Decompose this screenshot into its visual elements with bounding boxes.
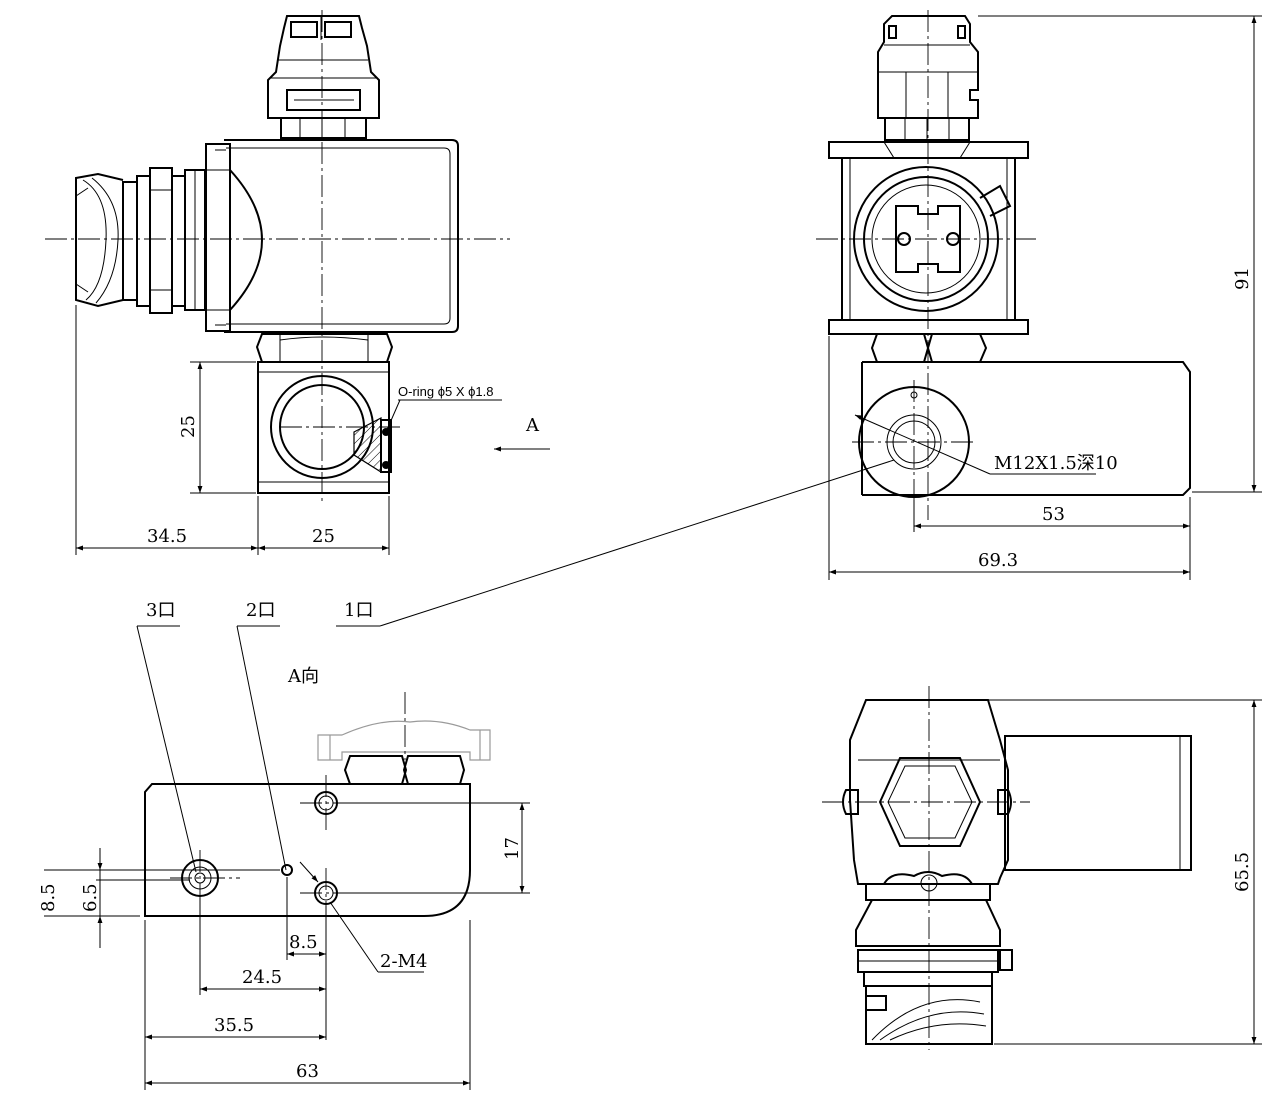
a-view-title: A向	[287, 666, 319, 687]
dim-91: 91	[1232, 267, 1253, 290]
dim-35-5: 35.5	[214, 1015, 254, 1036]
view-a-arrow: A	[494, 415, 550, 452]
a-view: A向	[38, 666, 530, 1090]
a-view-ghost-coil	[317, 720, 491, 761]
front-side-connector	[75, 167, 186, 314]
port-3-label: 3口	[146, 600, 175, 621]
oring-callout: O-ring ϕ5 X ϕ1.8	[385, 384, 502, 433]
bottom-view: 65.5	[822, 686, 1262, 1050]
dim-17: 17	[502, 837, 523, 860]
side-hex-nuts	[870, 333, 988, 363]
side-coil-body	[816, 10, 1040, 520]
bottom-view-connector	[855, 883, 1013, 1045]
dim-65-5: 65.5	[1232, 852, 1253, 892]
a-view-nut	[343, 755, 466, 785]
front-valve-body	[257, 361, 400, 494]
front-view: O-ring ϕ5 X ϕ1.8 A 34.5 25 25	[45, 10, 550, 555]
dim-6-5-vertical: 6.5	[80, 883, 101, 912]
dim-63: 63	[296, 1061, 319, 1082]
dim-53: 53	[1042, 504, 1065, 525]
mount-holes-callout: 2-M4	[299, 861, 427, 973]
front-hex-nut	[255, 333, 394, 363]
thread-label: M12X1.5深10	[994, 453, 1118, 474]
view-a-arrow-label: A	[525, 415, 540, 436]
bottom-view-dimensions: 65.5	[988, 699, 1262, 1045]
dim-69-3: 69.3	[978, 550, 1018, 571]
side-view: M12X1.5深10 91 53 69.3	[816, 10, 1262, 580]
side-top-connector	[877, 15, 979, 141]
side-dimensions: 91 53 69.3	[828, 15, 1262, 580]
a-view-body	[144, 692, 471, 920]
dim-8-5-vertical: 8.5	[38, 883, 59, 912]
oring-label: O-ring ϕ5 X ϕ1.8	[398, 384, 494, 399]
front-top-connector	[267, 15, 380, 139]
port-1-label: 1口	[344, 600, 373, 621]
port-leaders: 1口 2口 3口	[136, 459, 895, 873]
a-view-dimensions: 17 8.5 6.5 8.5 24.5 35.5 63	[38, 802, 530, 1090]
dim-34-5: 34.5	[147, 526, 187, 547]
dim-24-5: 24.5	[242, 967, 282, 988]
front-dimensions: 34.5 25 25	[75, 305, 390, 555]
front-coil-housing	[184, 139, 459, 333]
dim-25-width: 25	[312, 526, 335, 547]
thread-callout: M12X1.5深10	[854, 414, 1118, 475]
dim-8-5-horizontal: 8.5	[289, 932, 318, 953]
port-2-label: 2口	[246, 600, 275, 621]
dim-25-height: 25	[178, 415, 199, 438]
bottom-view-body	[822, 686, 1192, 1050]
mount-holes-label: 2-M4	[380, 951, 427, 972]
side-port-body	[852, 361, 1191, 530]
